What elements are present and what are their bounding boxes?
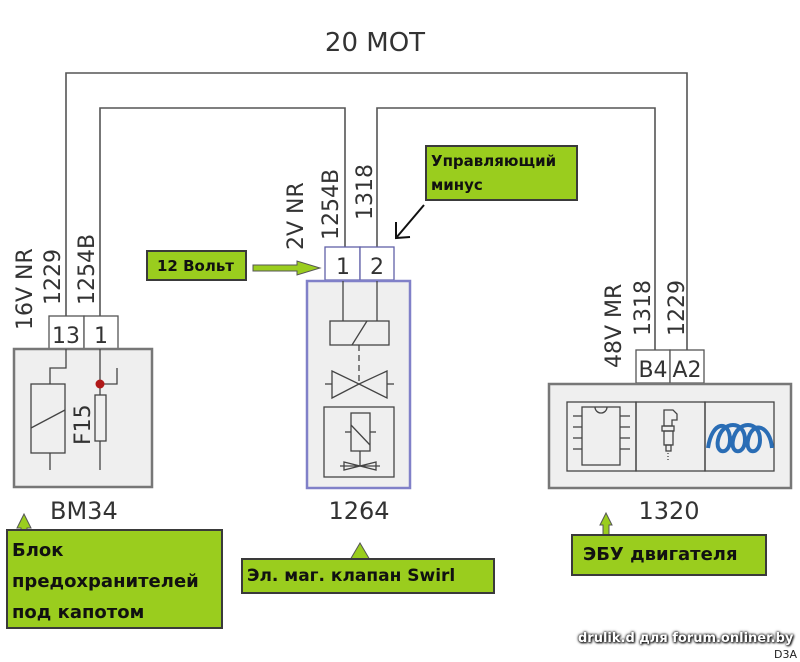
bm34-wire-1254B: 1254B [75, 234, 100, 305]
callout-fuse-box-line3: под капотом [12, 602, 145, 623]
coil-icon [706, 423, 774, 454]
harness-title: 20 MOT [325, 28, 425, 58]
callout-control-minus: Управляющий минус [425, 145, 578, 201]
ecu-wire-1229: 1229 [665, 280, 690, 336]
bm34-id: BM34 [50, 497, 118, 525]
bm34-wire-1229: 1229 [41, 249, 66, 305]
swirl-valve: 2V NR 1254B 1318 1 2 1264 [284, 164, 412, 525]
ecu-pin-b4: B4 [638, 358, 667, 383]
callout-swirl-valve-text: Эл. маг. клапан Swirl [247, 566, 456, 586]
callout-swirl-valve: Эл. маг. клапан Swirl [241, 558, 495, 594]
bm34-pin-13-box [48, 315, 85, 350]
callout-ecu-text: ЭБУ двигателя [583, 544, 738, 565]
callout-voltage-text: 12 Вольт [157, 257, 234, 275]
callout-control-minus-line2: минус [431, 176, 483, 194]
fuse-label: F15 [71, 404, 96, 445]
sensor-icon [661, 409, 678, 462]
valve-id: 1264 [328, 497, 389, 525]
chip-icon [573, 406, 630, 466]
bm34-pin-13: 13 [52, 324, 80, 349]
wire-1254B [99, 107, 346, 318]
watermark: drulik.d для forum.onliner.by [578, 631, 793, 646]
corner-code: D3A [774, 648, 797, 661]
ecu-module: 48V MR 1318 1229 B4 A2 [547, 280, 793, 525]
ecu-connector-label: 48V MR [602, 284, 627, 368]
bm34-pin-1: 1 [94, 324, 108, 349]
ecu-id: 1320 [638, 497, 699, 525]
callout-fuse-box-line2: предохранителей [12, 571, 199, 592]
valve-connector-label: 2V NR [284, 182, 309, 250]
valve-wire-1254B: 1254B [319, 169, 344, 240]
callout-ecu: ЭБУ двигателя [571, 534, 767, 576]
bm34-connector-label: 16V NR [13, 248, 38, 330]
valve-wire-1318: 1318 [353, 164, 378, 220]
callout-fuse-box: Блок предохранителей под капотом [6, 529, 223, 629]
wire-1229 [65, 72, 688, 350]
bm34-body [12, 347, 154, 489]
fuse-icon [94, 394, 107, 442]
valve-pin-1-box [324, 246, 361, 281]
pointer-arrow-icon [395, 204, 425, 240]
watermark-text: drulik.d для forum.onliner.by [578, 631, 794, 646]
callout-control-minus-line1: Управляющий [431, 152, 557, 170]
wire-1318 [376, 107, 656, 350]
valve-pin-2: 2 [370, 255, 384, 280]
ecu-wire-1318: 1318 [631, 280, 656, 336]
ecu-pin-a2: A2 [672, 358, 701, 383]
bm34-pin-1-box [83, 315, 119, 350]
relay-coil-icon [30, 383, 66, 454]
actuator-icon [323, 406, 395, 478]
callout-fuse-box-line1: Блок [12, 540, 64, 561]
callout-voltage: 12 Вольт [146, 250, 247, 281]
bm34-fuse-box: 16V NR 1229 1254B 13 1 F15 BM34 [12, 234, 154, 525]
valve-pin-2-box [359, 246, 395, 281]
ecu-body [547, 382, 793, 490]
valve-pin-1: 1 [336, 255, 350, 280]
junction-dot [95, 379, 105, 389]
